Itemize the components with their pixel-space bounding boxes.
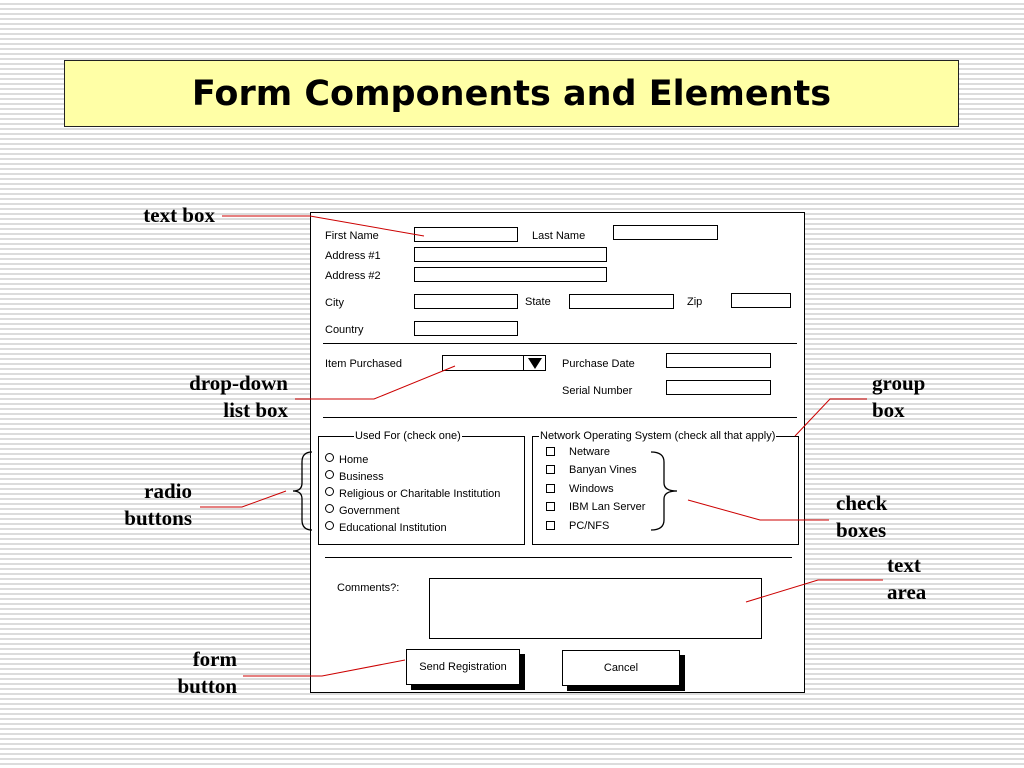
radio-business-label: Business: [339, 471, 384, 483]
item-purchased-dropdown[interactable]: [442, 355, 546, 371]
radio-home[interactable]: [325, 453, 334, 462]
leader-radio: [200, 490, 287, 508]
check-netware-label: Netware: [569, 446, 610, 458]
callout-check-boxes: check boxes: [836, 490, 926, 544]
address2-label: Address #2: [325, 270, 381, 282]
callout-text-area-line2: area: [887, 580, 927, 604]
check-windows[interactable]: [546, 484, 555, 493]
radio-government[interactable]: [325, 504, 334, 513]
check-pc-nfs-label: PC/NFS: [569, 520, 610, 532]
check-ibm-lan[interactable]: [546, 502, 555, 511]
country-label: Country: [325, 324, 364, 336]
cancel-button[interactable]: Cancel: [562, 650, 680, 686]
section-divider: [323, 343, 797, 344]
callout-form-button-line1: form: [192, 647, 237, 671]
used-for-group: [318, 436, 525, 545]
radio-home-label: Home: [339, 454, 369, 466]
last-name-field[interactable]: [613, 225, 718, 240]
title-banner: Form Components and Elements: [64, 60, 959, 127]
zip-label: Zip: [687, 296, 703, 308]
radio-government-label: Government: [339, 505, 400, 517]
callout-group-box: group box: [872, 370, 962, 424]
check-netware[interactable]: [546, 447, 555, 456]
callout-text-box: text box: [120, 202, 215, 229]
radio-educational[interactable]: [325, 521, 334, 530]
used-for-legend: Used For (check one): [354, 430, 462, 442]
city-field[interactable]: [414, 294, 518, 309]
section-divider: [325, 557, 792, 558]
comments-label: Comments?:: [337, 582, 400, 594]
callout-radio-line1: radio: [144, 479, 192, 503]
address1-field[interactable]: [414, 247, 607, 262]
state-field[interactable]: [569, 294, 674, 309]
callout-radio-buttons: radio buttons: [100, 478, 192, 532]
callout-text-box-label: text box: [143, 203, 215, 227]
callout-drop-down: drop-down list box: [150, 370, 288, 424]
callout-text-area-line1: text: [887, 553, 921, 577]
check-ibm-lan-label: IBM Lan Server: [569, 501, 646, 513]
address2-field[interactable]: [414, 267, 607, 282]
callout-group-box-line2: box: [872, 398, 905, 422]
callout-radio-line2: buttons: [124, 506, 192, 530]
item-purchased-label: Item Purchased: [325, 358, 403, 370]
chevron-down-icon: [528, 358, 542, 369]
callout-check-boxes-line1: check: [836, 491, 888, 515]
city-label: City: [325, 297, 344, 309]
first-name-field[interactable]: [414, 227, 518, 242]
nos-legend: Network Operating System (check all that…: [539, 430, 777, 442]
callout-form-button-line2: button: [177, 674, 237, 698]
page-title: Form Components and Elements: [191, 73, 832, 114]
send-registration-button[interactable]: Send Registration: [406, 649, 520, 685]
serial-number-label: Serial Number: [562, 385, 633, 397]
leader-group-box: [794, 398, 867, 437]
callout-drop-down-line2: list box: [223, 398, 288, 422]
radio-religious[interactable]: [325, 487, 334, 496]
check-windows-label: Windows: [569, 483, 614, 495]
callout-text-area: text area: [887, 552, 967, 606]
callout-form-button: form button: [150, 646, 237, 700]
address1-label: Address #1: [325, 250, 381, 262]
check-banyan-label: Banyan Vines: [569, 464, 637, 476]
zip-field[interactable]: [731, 293, 791, 308]
country-field[interactable]: [414, 321, 518, 336]
purchase-date-label: Purchase Date: [562, 358, 635, 370]
callout-group-box-line1: group: [872, 371, 926, 395]
radio-religious-label: Religious or Charitable Institution: [339, 488, 501, 500]
state-label: State: [525, 296, 551, 308]
check-banyan[interactable]: [546, 465, 555, 474]
dropdown-toggle[interactable]: [523, 355, 546, 371]
purchase-date-field[interactable]: [666, 353, 771, 368]
callout-drop-down-line1: drop-down: [189, 371, 288, 395]
radio-educational-label: Educational Institution: [339, 522, 447, 534]
section-divider: [323, 417, 797, 418]
check-pc-nfs[interactable]: [546, 521, 555, 530]
serial-number-field[interactable]: [666, 380, 771, 395]
radio-business[interactable]: [325, 470, 334, 479]
callout-check-boxes-line2: boxes: [836, 518, 887, 542]
comments-textarea[interactable]: [429, 578, 762, 639]
last-name-label: Last Name: [532, 230, 586, 242]
first-name-label: First Name: [325, 230, 379, 242]
